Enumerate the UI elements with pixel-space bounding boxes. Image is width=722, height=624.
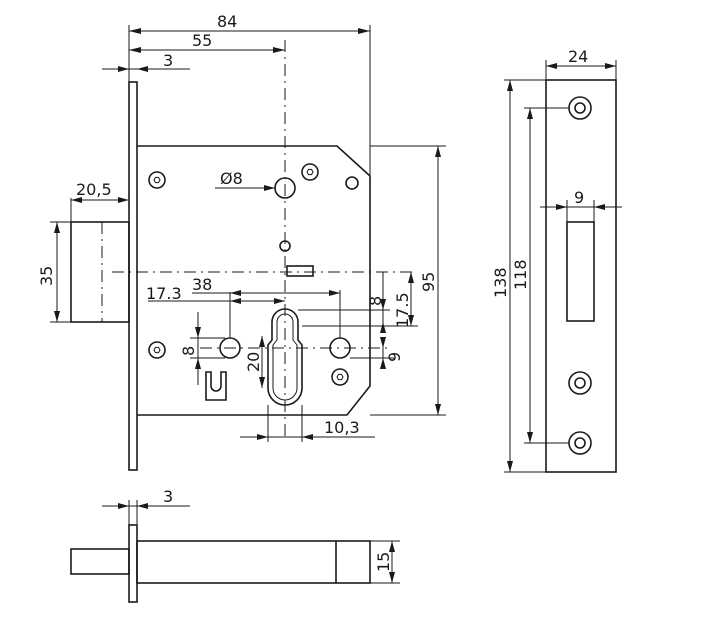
strike-plate (545, 79, 617, 473)
dim-text-9-right: 9 (385, 352, 404, 362)
dim-20: 20 (244, 336, 265, 388)
dim-38: 38 (192, 275, 341, 338)
dim-3-top: 3 (102, 51, 190, 72)
lock-case (137, 145, 371, 416)
dim-24: 24 (545, 47, 617, 80)
screw-bottom-right (331, 368, 349, 386)
dim-text-20-5: 20,5 (76, 180, 112, 199)
dim-95: 95 (370, 145, 446, 416)
dim-35: 35 (37, 221, 71, 323)
pin-hole (345, 176, 359, 190)
dim-17-5: 17.5 (302, 272, 418, 328)
bottom-bolt (70, 548, 130, 575)
dim-text-8-left: 8 (179, 346, 198, 356)
strike-slot (566, 221, 595, 322)
bottom-faceplate (128, 524, 138, 603)
dim-text-84: 84 (217, 12, 237, 31)
strike-plate-view (545, 79, 617, 473)
cylinder-cutout (267, 308, 303, 406)
dim-text-118: 118 (511, 259, 530, 290)
notch (205, 371, 227, 401)
dim-20-5: 20,5 (70, 180, 129, 222)
lock-bottom-view (70, 524, 371, 603)
dim-text-55: 55 (192, 31, 212, 50)
strike-hole-bottom (568, 431, 592, 455)
dim-138: 138 (491, 79, 546, 473)
dim-text-138: 138 (491, 267, 510, 298)
dim-118: 118 (511, 107, 569, 444)
screw-top-left (148, 171, 166, 189)
dim-17-3: 17.3 (146, 284, 285, 338)
dim-text-15: 15 (374, 552, 393, 572)
faceplate (128, 81, 138, 471)
dim-55: 55 (129, 31, 285, 53)
dim-84: 84 (128, 12, 371, 176)
dim-text-8-right: 8 (366, 296, 385, 306)
dim-15: 15 (370, 540, 400, 584)
dim-text-9-strike: 9 (574, 188, 584, 207)
screw-bottom-left (148, 341, 166, 359)
dim-text-3-bottom: 3 (163, 487, 173, 506)
latch-slot (286, 265, 314, 277)
strike-hole-top (568, 96, 592, 120)
screw-top-right (301, 163, 319, 181)
strike-hole-middle (568, 371, 592, 395)
lock-front-view (70, 40, 415, 471)
dim-text-diameter-8: Ø8 (220, 169, 243, 188)
dim-3-bottom: 3 (102, 487, 190, 525)
dim-9-right: 9 (350, 337, 404, 369)
dim-9-strike: 9 (540, 188, 622, 222)
dim-8-left: 8 (179, 312, 225, 385)
dim-text-35: 35 (37, 266, 56, 286)
dim-text-24: 24 (568, 47, 588, 66)
dim-text-38: 38 (192, 275, 212, 294)
bottom-case (136, 540, 371, 584)
dim-text-10-3: 10,3 (324, 418, 360, 437)
dim-text-17-5: 17.5 (393, 292, 412, 328)
dim-text-20: 20 (244, 352, 263, 372)
dim-diameter-8: Ø8 (215, 169, 275, 191)
dim-10-3: 10,3 (240, 405, 375, 442)
dim-text-3-top: 3 (163, 51, 173, 70)
cylinder-inner (272, 313, 298, 401)
dim-8-right: 8 (298, 272, 390, 333)
dim-text-95: 95 (419, 272, 438, 292)
dim-text-17-3: 17.3 (146, 284, 182, 303)
